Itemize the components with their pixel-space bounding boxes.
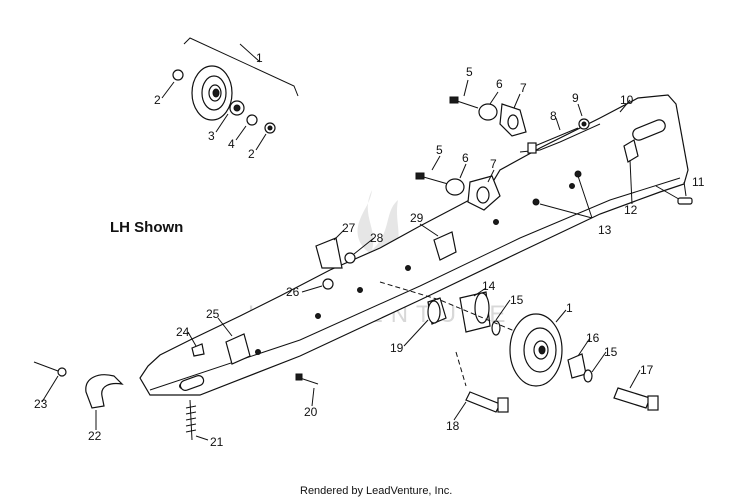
callout-23: 23 (34, 397, 48, 411)
pin-11 (677, 197, 693, 205)
callout-16: 16 (586, 331, 600, 345)
footer-credit: Rendered by LeadVenture, Inc. (300, 485, 452, 497)
hook-22 (33, 361, 124, 409)
callout-2-right: 2 (248, 147, 255, 161)
callout-29: 29 (410, 211, 424, 225)
callout-6-mid: 6 (462, 151, 469, 165)
view-caption: LH Shown (110, 219, 183, 236)
bracket-27 (315, 237, 343, 269)
clip-24 (191, 343, 205, 357)
callout-labels: 1 2 3 4 2 5 6 7 8 9 10 5 6 7 11 12 13 27… (34, 51, 705, 449)
bolt-21-threads (185, 405, 197, 433)
callout-22: 22 (88, 429, 102, 443)
callout-15-bottom: 15 (604, 345, 618, 359)
bolt-18 (465, 391, 509, 413)
callout-11: 11 (692, 175, 705, 189)
axle-group (379, 281, 561, 387)
callout-13: 13 (598, 223, 612, 237)
callout-21: 21 (210, 435, 224, 449)
nut-28 (344, 252, 356, 264)
callout-1-top: 1 (256, 51, 263, 65)
callout-15-top: 15 (510, 293, 524, 307)
callout-14: 14 (482, 279, 496, 293)
callout-20: 20 (304, 405, 318, 419)
pin-20-head (295, 373, 303, 381)
callout-12: 12 (624, 203, 638, 217)
callout-27: 27 (342, 221, 356, 235)
callout-7-mid: 7 (490, 157, 497, 171)
leader-lines (41, 43, 687, 441)
callout-8: 8 (550, 109, 557, 123)
bushing-group-top (449, 96, 590, 154)
idler-wheel-upper (172, 37, 299, 134)
callout-28: 28 (370, 231, 384, 245)
bushing-group-middle (415, 172, 501, 211)
callout-9: 9 (572, 91, 579, 105)
suspension-rail (139, 94, 689, 396)
callout-24: 24 (176, 325, 190, 339)
callout-1-bottom: 1 (566, 301, 573, 315)
callout-26: 26 (286, 285, 300, 299)
slider-29 (433, 231, 457, 261)
callout-18: 18 (446, 419, 460, 433)
slider-25 (225, 333, 251, 365)
clip-12 (623, 139, 639, 163)
callout-7-top: 7 (520, 81, 527, 95)
bolt-21 (189, 399, 193, 441)
pin-20 (299, 377, 319, 385)
callout-2-left: 2 (154, 93, 161, 107)
callout-4: 4 (228, 137, 235, 151)
idler-wheel-lower (509, 313, 659, 411)
callout-17: 17 (640, 363, 654, 377)
callout-19: 19 (390, 341, 404, 355)
callout-3: 3 (208, 129, 215, 143)
callout-6-top: 6 (496, 77, 503, 91)
callout-25: 25 (206, 307, 220, 321)
callout-10: 10 (620, 93, 634, 107)
nut-26 (322, 278, 334, 290)
callout-5-top: 5 (466, 65, 473, 79)
callout-5-mid: 5 (436, 143, 443, 157)
